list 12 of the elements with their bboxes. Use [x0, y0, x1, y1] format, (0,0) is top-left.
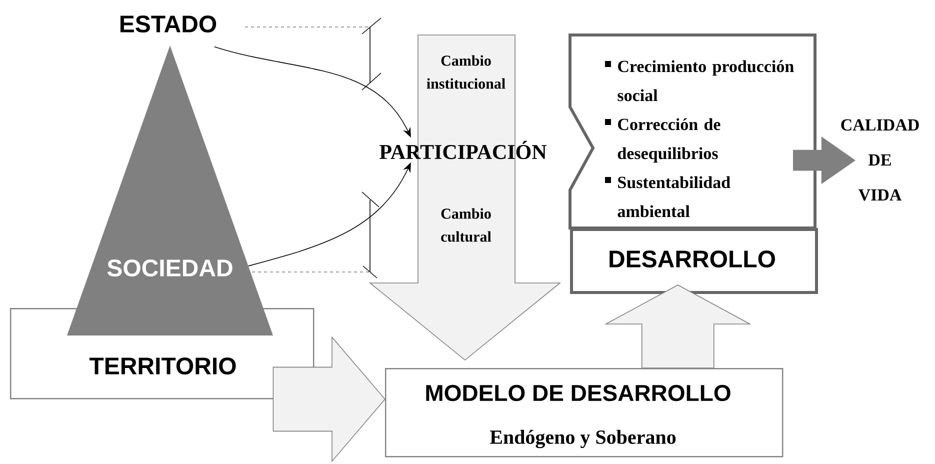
model-box: MODELO DE DESARROLLO Endógeno y Soberano: [385, 368, 784, 458]
arrow-text: Cambio institucional: [426, 55, 506, 89]
node-label: ESTADO: [120, 16, 216, 32]
arrow-text: Cambio cultural: [441, 208, 492, 242]
node-label: CALIDAD DE VIDA: [841, 119, 919, 201]
labeled-box: DESARROLLO: [570, 228, 818, 294]
block-arrow: [272, 336, 386, 462]
list-item: Crecimiento producción social: [605, 60, 794, 102]
block-arrow: [604, 284, 752, 368]
block-arrow: [793, 136, 856, 184]
list-item: Sustentabilidad ambiental: [605, 176, 730, 218]
list-item: Corrección de desequilibrios: [605, 118, 720, 163]
